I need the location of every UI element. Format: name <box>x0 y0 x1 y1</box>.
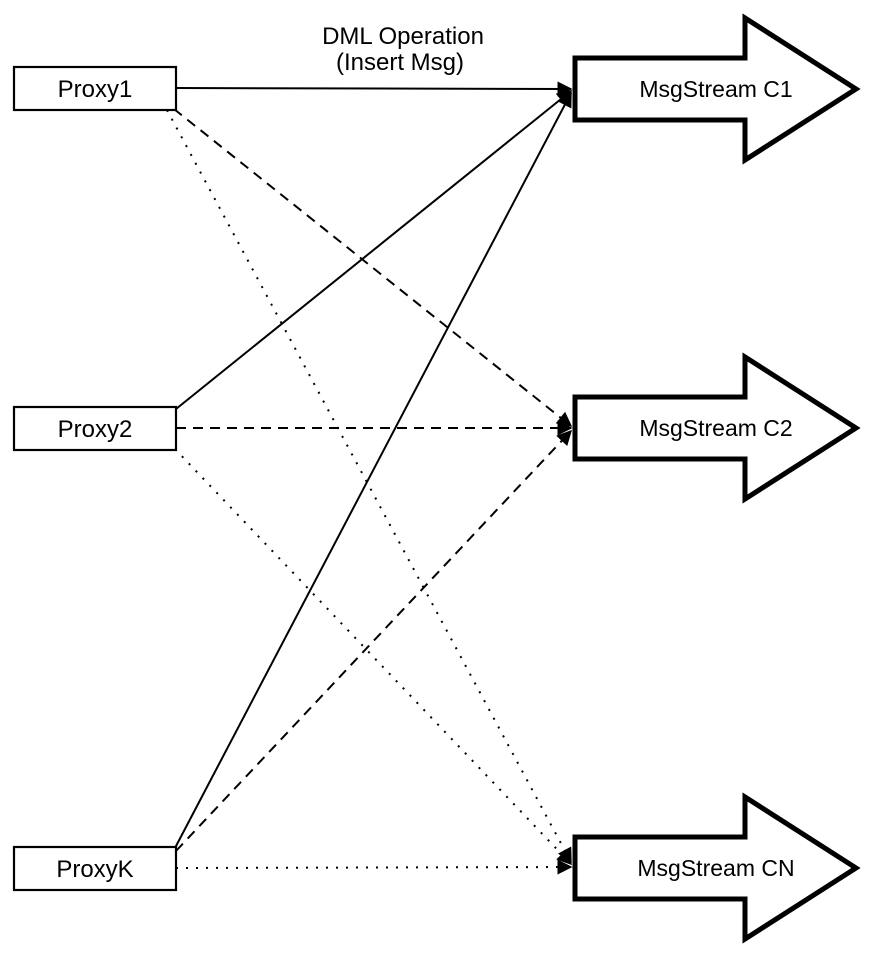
edge-proxy2-to-c1-solid <box>175 90 573 410</box>
edge-proxyk-to-c2-dashed <box>175 429 573 852</box>
edge-proxy1-to-cn-dotted <box>166 109 572 864</box>
node-proxy1: Proxy1 <box>12 65 178 112</box>
node-proxy2: Proxy2 <box>12 405 178 452</box>
node-msgstream-c1: MsgStream C1 <box>572 13 861 165</box>
proxyk-label: ProxyK <box>56 856 133 883</box>
diagram-title-line1: DML Operation <box>322 23 484 50</box>
edge-proxy1-to-c1-solid <box>175 81 573 97</box>
msgstream-c2-label: MsgStream C2 <box>639 415 792 441</box>
node-msgstream-c2: MsgStream C2 <box>572 352 861 504</box>
node-msgstream-cn: MsgStream CN <box>572 792 861 944</box>
proxy2-box <box>12 405 178 452</box>
msgstream-cn-label: MsgStream CN <box>637 855 794 881</box>
proxy2-label: Proxy2 <box>58 416 133 443</box>
edge-proxy2-to-cn-dotted <box>174 448 573 866</box>
edge-proxyk-to-cn-dotted <box>175 859 573 875</box>
proxy1-label: Proxy1 <box>58 76 133 103</box>
proxy1-box <box>12 65 178 112</box>
edge-proxy1-to-c2-dashed <box>173 108 573 427</box>
proxyk-box <box>12 845 178 892</box>
msgstream-cn-arrow-shape <box>572 792 861 944</box>
edge-proxyk-to-c1-solid <box>174 91 572 849</box>
diagram-title-line2: (Insert Msg) <box>336 49 464 76</box>
node-proxyk: ProxyK <box>12 845 178 892</box>
msgstream-c1-arrow-shape <box>572 13 861 165</box>
msgstream-c1-label: MsgStream C1 <box>639 76 792 102</box>
msgstream-c2-arrow-shape <box>572 352 861 504</box>
